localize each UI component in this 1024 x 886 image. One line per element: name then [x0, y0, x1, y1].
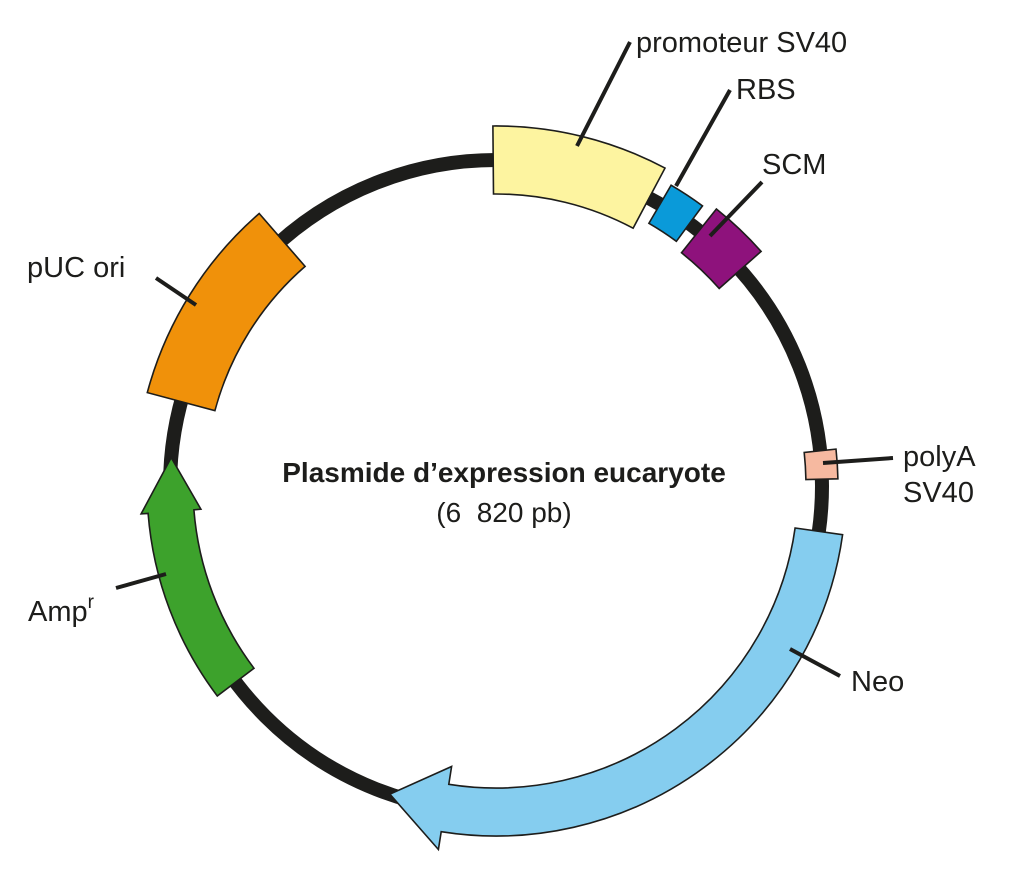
leader-line-rbs [674, 89, 732, 187]
feature-ampr [139, 455, 256, 698]
leader-line-promoter [575, 41, 632, 147]
label-puc-ori: pUC ori [27, 252, 125, 284]
label-ampr-superscript: r [88, 592, 95, 613]
label-polya-line1: polyA [903, 441, 976, 473]
label-rbs: RBS [736, 74, 796, 106]
leader-line-puc [154, 276, 198, 307]
feature-puc [146, 212, 307, 412]
label-polya-line2: SV40 [903, 477, 974, 509]
label-promoter-sv40: promoteur SV40 [636, 27, 847, 59]
leader-line-neo [789, 647, 841, 678]
feature-promoter [492, 125, 667, 230]
leader-lines [115, 41, 894, 678]
feature-layer [139, 125, 844, 852]
leader-line-ampr [115, 572, 167, 590]
label-neo: Neo [851, 666, 904, 698]
plasmid-size: (6 820 pb) [436, 497, 571, 528]
leader-line-scm [708, 180, 764, 238]
plasmid-title: Plasmide d’expression eucaryote [282, 457, 726, 488]
feature-neo [388, 527, 844, 852]
label-ampr-main: Amp [28, 596, 88, 628]
label-scm: SCM [762, 149, 826, 181]
feature-rbs [647, 184, 704, 243]
leader-line-polya [822, 456, 894, 465]
label-ampr: Ampr [28, 592, 95, 628]
feature-polya [803, 448, 839, 481]
feature-scm [680, 207, 763, 290]
